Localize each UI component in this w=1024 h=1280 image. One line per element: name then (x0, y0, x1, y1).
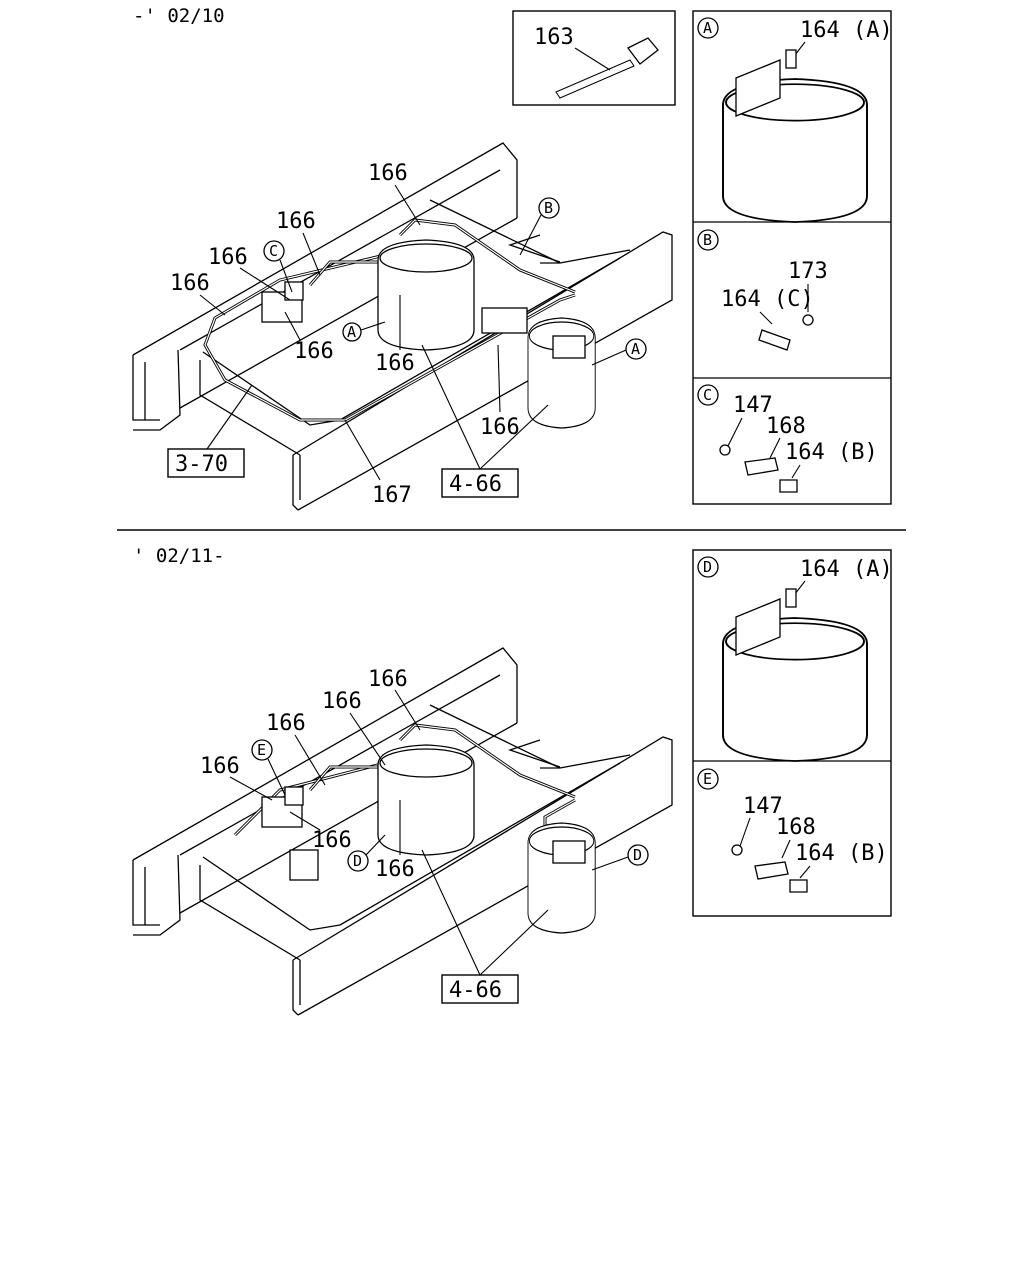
svg-text:B: B (703, 231, 712, 249)
reference-box-4-66[interactable]: 4-66 (421, 344, 549, 498)
svg-text:E: E (257, 741, 266, 759)
view-marker-a2: A (591, 338, 647, 366)
svg-text:C: C (269, 242, 278, 260)
svg-text:A: A (347, 323, 356, 341)
part-168-label-e: 168 (776, 815, 816, 840)
svg-text:4-66: 4-66 (449, 472, 502, 497)
svg-text:C: C (703, 386, 712, 404)
callout-166-i: 166 (322, 689, 362, 714)
part-164a-label: 164 (A) (800, 18, 893, 43)
callout-166-l: 166 (312, 828, 352, 853)
part-164b-label-e: 164 (B) (795, 841, 888, 866)
callout-167: 167 (372, 483, 412, 508)
view-marker-b: B (519, 197, 560, 256)
svg-text:B: B (544, 199, 553, 217)
view-marker-d2: D (591, 844, 649, 871)
bottom-section: ' 02/11- 166 166 166 166 (132, 545, 673, 1016)
detail-box-163: 163 (512, 10, 676, 106)
top-section: -' 02/10 166 166 (132, 5, 676, 511)
svg-text:4-66: 4-66 (449, 978, 502, 1003)
svg-text:D: D (703, 558, 712, 576)
part-164c-label: 164 (C) (721, 287, 814, 312)
svg-text:E: E (703, 770, 712, 788)
view-marker-a: A (342, 321, 386, 342)
view-marker-c: C (263, 240, 293, 293)
callout-166-j: 166 (266, 711, 306, 736)
callout-166-k: 166 (200, 754, 240, 779)
part-163-label: 163 (534, 25, 574, 50)
svg-text:D: D (353, 852, 362, 870)
callout-166-b: 166 (276, 209, 316, 234)
detail-panel-e: E 147 168 164 (B) (697, 768, 888, 893)
date-label-bottom: ' 02/11- (133, 545, 225, 567)
callout-166-g: 166 (480, 415, 520, 440)
callout-166-e: 166 (294, 339, 334, 364)
part-164b-label-c: 164 (B) (785, 440, 878, 465)
detail-panel-c: C 147 168 164 (B) (697, 384, 878, 493)
callout-166-c: 166 (208, 245, 248, 270)
callout-166-f: 166 (375, 351, 415, 376)
part-147-label-e: 147 (743, 794, 783, 819)
part-147-label-c: 147 (733, 393, 773, 418)
callout-166-m: 166 (375, 857, 415, 882)
svg-text:D: D (633, 846, 642, 864)
callout-166-a: 166 (368, 161, 408, 186)
callout-166-d: 166 (170, 271, 210, 296)
cable-tie-icon (555, 59, 635, 99)
reference-box-3-70[interactable]: 3-70 (167, 384, 253, 478)
view-marker-e: E (251, 739, 286, 796)
part-173-label: 173 (788, 259, 828, 284)
svg-text:3-70: 3-70 (175, 452, 228, 477)
svg-text:A: A (631, 340, 640, 358)
reference-box-4-66-bottom[interactable]: 4-66 (421, 849, 549, 1004)
bottom-frame-drawing (132, 647, 673, 1016)
detail-panels: A 164 (A) B 173 164 (C) C 147 168 16 (692, 10, 893, 917)
part-164a-label-d: 164 (A) (800, 557, 893, 582)
part-168-label-c: 168 (766, 414, 806, 439)
detail-panel-b: B 173 164 (C) (697, 229, 828, 351)
callout-166-h: 166 (368, 667, 408, 692)
date-label-top: -' 02/10 (133, 5, 225, 27)
svg-text:A: A (703, 19, 712, 37)
view-marker-d: D (347, 834, 386, 872)
detail-panel-d: D 164 (A) (697, 556, 893, 762)
detail-panel-a: A 164 (A) (697, 17, 893, 223)
